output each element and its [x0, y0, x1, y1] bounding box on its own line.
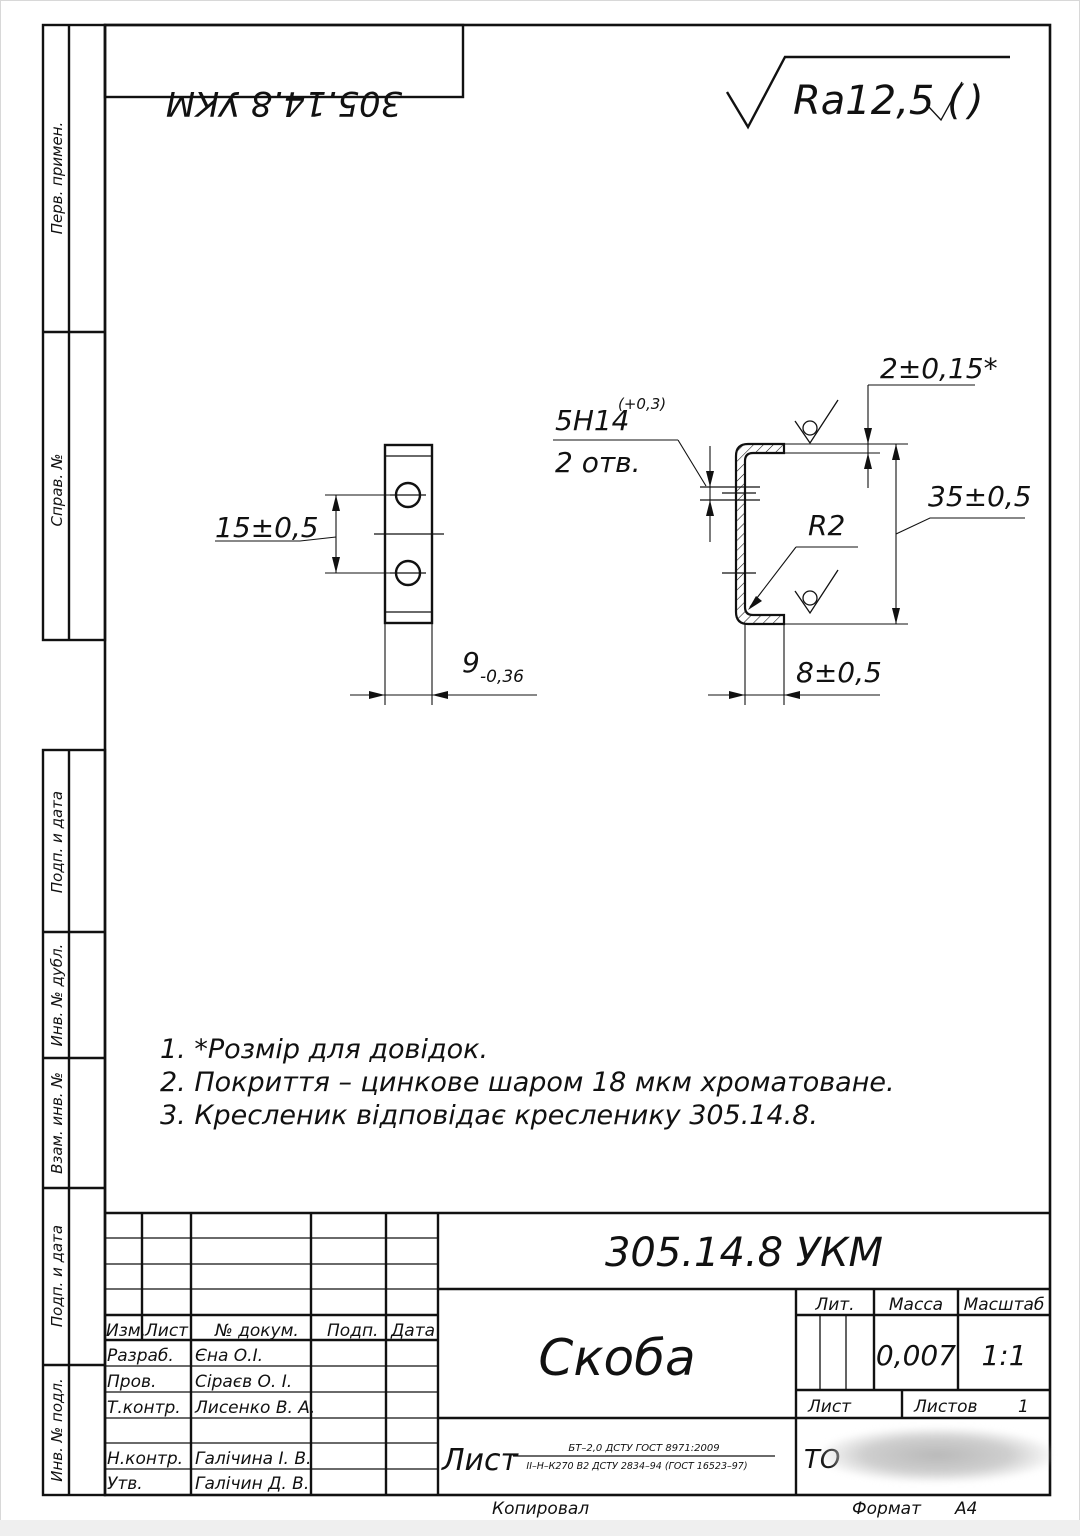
side-label-inv-dubl: Инв. № дубл. [48, 944, 66, 1047]
name-utv: Галічин Д. В. [195, 1474, 309, 1494]
dim-hole-spec-text: 5H14 [555, 404, 630, 437]
dim-flange-text: 8±0,5 [796, 656, 882, 689]
dim-reference-text: 2±0,15* [880, 352, 998, 385]
role-nkontr: Н.контр. [107, 1449, 183, 1469]
dim-thickness-tol: -0,36 [480, 667, 524, 687]
role-utv: Утв. [107, 1474, 143, 1494]
dim-radius-text: R2 [808, 509, 845, 542]
dim-radius: R2 [748, 509, 858, 610]
drawing-frame [103, 23, 1052, 1497]
side-label-sprav-no: Справ. № [48, 454, 66, 527]
roughness-mark-bottom [794, 569, 839, 615]
material-prefix: Лист [441, 1443, 520, 1478]
dim-hole-spec: 5H14 (+0,3) 2 отв. [553, 395, 714, 542]
dim-reference: 2±0,15* [784, 352, 998, 488]
value-sheets: 1 [1018, 1397, 1029, 1417]
side-label-podp-data-2: Подп. и дата [48, 1225, 66, 1327]
note-2: 2. Покриття – цинкове шаром 18 мкм хрома… [160, 1067, 895, 1098]
header-data: Дата [390, 1321, 435, 1341]
dim-thickness-text: 9 [462, 646, 480, 679]
note-1: 1. *Розмір для довідок. [160, 1034, 488, 1065]
value-scale: 1:1 [981, 1339, 1026, 1372]
title-block-grid [105, 1211, 1050, 1495]
viewer-bottom-bar [0, 1520, 1080, 1536]
header-list: Лист [144, 1321, 189, 1341]
footer-format: Формат [852, 1499, 922, 1519]
dim-thickness: 9 -0,36 [350, 623, 537, 705]
dim-hole-spacing-text: 15±0,5 [215, 511, 319, 544]
dim-hole-tol: (+0,3) [618, 395, 666, 413]
title-designation: 305.14.8 УКМ [605, 1230, 883, 1276]
dim-flange: 8±0,5 [708, 624, 882, 705]
side-label-vzam-inv: Взам. инв. № [48, 1072, 66, 1174]
name-prov: Сіраєв О. І. [195, 1372, 292, 1392]
material-bottom: ІІ–Н–К270 В2 ДСТУ 2834–94 (ГОСТ 16523–97… [526, 1461, 747, 1472]
label-sheets: Листов [913, 1397, 978, 1417]
left-side-strip-bottom [41, 748, 107, 1497]
label-scale: Масштаб [964, 1295, 1045, 1315]
dim-hole-spacing: 15±0,5 [215, 494, 395, 574]
side-view-section [700, 442, 786, 626]
label-lit: Лит. [814, 1295, 854, 1315]
roughness-symbol: Ra12,5 ( ) [725, 55, 1010, 130]
value-mass: 0,007 [876, 1339, 956, 1372]
header-izm: Изм. [106, 1321, 146, 1341]
roughness-mark-top [794, 399, 839, 445]
note-3: 3. Кресленик відповідає кресленику 305.1… [160, 1100, 818, 1131]
dim-hole-count: 2 отв. [555, 446, 641, 479]
material-top: БТ–2,0 ДСТУ ГОСТ 8971:2009 [568, 1443, 719, 1454]
name-nkontr: Галічина І. В. [195, 1449, 311, 1469]
name-tkontr: Лисенко В. А. [194, 1398, 315, 1418]
dim-height: 35±0,5 [784, 443, 1032, 625]
label-sheet: Лист [807, 1397, 852, 1417]
role-tkontr: Т.контр. [107, 1398, 181, 1418]
footer-copied: Копировал [492, 1499, 589, 1519]
name-razrab: Єна О.І. [195, 1346, 263, 1366]
roughness-label: Ra12,5 ( [793, 78, 965, 124]
footer-format-value: А4 [954, 1499, 977, 1519]
header-doc: № докум. [214, 1321, 299, 1341]
side-label-perv-primen: Перв. примен. [48, 122, 66, 235]
mirrored-designation: 305.14.8 УКМ [166, 83, 402, 123]
roughness-close: ) [965, 78, 984, 124]
header-podp: Подп. [327, 1321, 378, 1341]
role-prov: Пров. [107, 1372, 156, 1392]
side-label-inv-podl: Инв. № подл. [48, 1378, 66, 1481]
role-razrab: Разраб. [107, 1346, 174, 1366]
redacted-blur [822, 1428, 1052, 1482]
side-label-podp-data-1: Подп. и дата [48, 791, 66, 893]
label-mass: Масса [889, 1295, 943, 1315]
title-part-name: Скоба [538, 1329, 695, 1387]
dim-height-text: 35±0,5 [928, 480, 1032, 513]
left-side-strip-top [41, 23, 107, 642]
front-view [374, 443, 444, 625]
